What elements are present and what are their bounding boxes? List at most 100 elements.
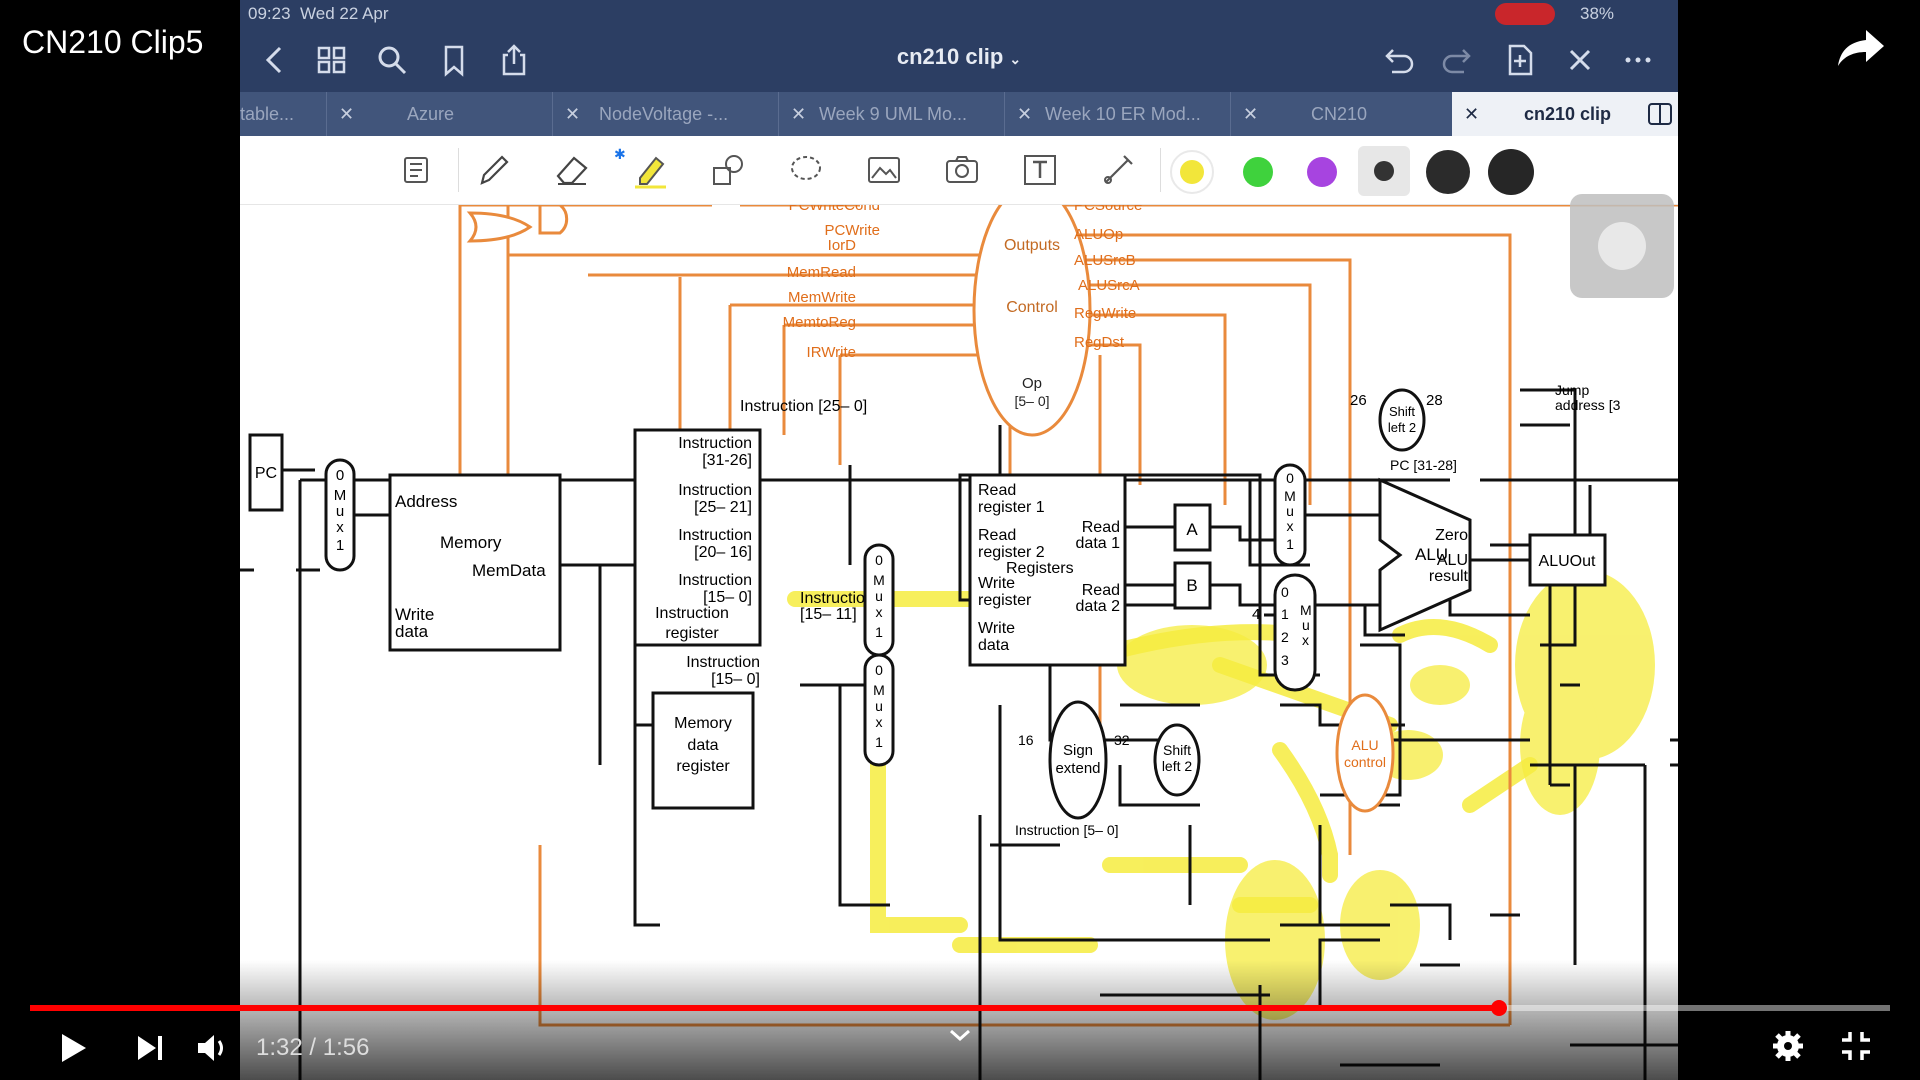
close-icon[interactable] — [1562, 42, 1598, 78]
svg-text:3: 3 — [1281, 652, 1289, 668]
svg-text:Read: Read — [1082, 519, 1120, 536]
svg-text:Instruction: Instruction — [678, 482, 752, 499]
tab-week9[interactable]: ✕Week 9 UML Mo... — [778, 92, 1005, 136]
progress-knob[interactable] — [1491, 1000, 1508, 1016]
tab-close-icon[interactable]: ✕ — [565, 104, 581, 124]
svg-text:data: data — [687, 737, 718, 754]
tab-cn210[interactable]: ✕CN210 — [1230, 92, 1453, 136]
exit-fullscreen-icon[interactable] — [1838, 1028, 1874, 1064]
more-icon[interactable] — [1620, 42, 1656, 78]
svg-text:0: 0 — [1281, 584, 1289, 600]
bookmark-icon[interactable] — [436, 42, 472, 78]
shift-left-2-branch — [1153, 723, 1201, 797]
svg-text:PC: PC — [255, 465, 277, 482]
svg-text:x: x — [876, 604, 883, 620]
svg-text:Read: Read — [978, 482, 1016, 499]
play-icon[interactable] — [54, 1030, 90, 1066]
svg-text:ALUOut: ALUOut — [1539, 553, 1596, 570]
svg-text:Read: Read — [1082, 582, 1120, 599]
svg-text:Write: Write — [978, 575, 1015, 592]
svg-text:0: 0 — [336, 467, 344, 484]
thickness-small[interactable] — [1374, 161, 1394, 181]
laser-pointer-icon[interactable] — [1098, 150, 1138, 190]
shapes-icon[interactable] — [708, 150, 748, 190]
color-swatch-green[interactable] — [1243, 157, 1273, 187]
tab-close-icon[interactable]: ✕ — [791, 104, 807, 124]
search-icon[interactable] — [374, 42, 410, 78]
volume-icon[interactable] — [194, 1030, 230, 1066]
tab-nodevoltage[interactable]: ✕NodeVoltage -... — [552, 92, 779, 136]
svg-text:[15– 0]: [15– 0] — [703, 589, 752, 606]
tab-close-icon[interactable]: ✕ — [1243, 104, 1259, 124]
memory-data-register — [651, 691, 755, 810]
camera-icon[interactable] — [942, 150, 982, 190]
svg-text:[31-26]: [31-26] — [702, 452, 752, 469]
image-icon[interactable] — [864, 150, 904, 190]
color-swatch-yellow[interactable] — [1170, 150, 1214, 194]
color-swatch-purple[interactable] — [1307, 157, 1337, 187]
svg-text:1: 1 — [1281, 606, 1289, 622]
status-date: Wed 22 Apr — [300, 4, 389, 23]
tab-close-icon[interactable]: ✕ — [339, 104, 355, 124]
svg-text:MemtoReg: MemtoReg — [783, 314, 856, 331]
svg-text:PCSource: PCSource — [1074, 205, 1142, 214]
share-icon[interactable] — [1836, 26, 1886, 70]
svg-text:Instruction: Instruction — [800, 590, 874, 607]
share-export-icon[interactable] — [496, 42, 532, 78]
screen-record-indicator — [1495, 3, 1555, 25]
grid-icon[interactable] — [314, 42, 350, 78]
tab-azure[interactable]: ✕Azure — [326, 92, 553, 136]
undo-icon[interactable] — [1380, 42, 1416, 78]
svg-text:Write: Write — [978, 620, 1015, 637]
svg-text:u: u — [875, 698, 883, 714]
svg-text:28: 28 — [1426, 392, 1443, 409]
progress-bar[interactable] — [30, 1000, 1890, 1016]
tab-cn210-clip[interactable]: ✕cn210 clip — [1452, 92, 1678, 136]
svg-text:u: u — [336, 503, 344, 520]
svg-text:RegWrite: RegWrite — [1074, 305, 1136, 322]
svg-text:Op: Op — [1022, 375, 1042, 392]
chevron-down-icon[interactable] — [948, 1028, 972, 1042]
settings-gear-icon[interactable] — [1770, 1028, 1806, 1064]
text-icon[interactable] — [1020, 150, 1060, 190]
ios-status-bar: 09:23 Wed 22 Apr 38% — [240, 0, 1678, 28]
or-gate — [466, 211, 533, 243]
highlighter-icon[interactable] — [630, 150, 670, 190]
svg-text:[15– 0]: [15– 0] — [711, 671, 760, 688]
svg-text:Instruction: Instruction — [686, 654, 760, 671]
datapath-diagram[interactable]: Outputs Control Op [5– 0] PCWriteCond PC… — [240, 205, 1678, 1080]
svg-text:Shift: Shift — [1389, 404, 1415, 419]
tab-table[interactable]: table... — [240, 104, 295, 124]
tab-week10[interactable]: ✕Week 10 ER Mod... — [1004, 92, 1231, 136]
split-view-icon[interactable] — [1648, 103, 1672, 125]
back-icon[interactable] — [258, 42, 294, 78]
svg-text:Registers: Registers — [1006, 560, 1074, 577]
mux-memtoreg — [863, 653, 895, 767]
tab-close-icon[interactable]: ✕ — [1464, 104, 1480, 124]
svg-text:control: control — [1344, 754, 1386, 770]
svg-text:x: x — [876, 714, 883, 730]
svg-text:M: M — [873, 682, 885, 698]
thickness-medium[interactable] — [1426, 150, 1470, 194]
read-mode-icon[interactable] — [396, 150, 436, 190]
redo-icon[interactable] — [1440, 42, 1476, 78]
document-title[interactable]: cn210 clip ⌄ — [896, 44, 1022, 69]
tab-close-icon[interactable]: ✕ — [1017, 104, 1033, 124]
svg-text:M: M — [1284, 488, 1296, 504]
svg-text:MemWrite: MemWrite — [788, 289, 856, 306]
chevron-down-icon: ⌄ — [1009, 51, 1022, 67]
eraser-icon[interactable] — [552, 150, 592, 190]
thickness-large[interactable] — [1488, 149, 1534, 195]
svg-text:u: u — [1302, 617, 1310, 633]
svg-text:Read: Read — [978, 527, 1016, 544]
pen-icon[interactable] — [474, 150, 514, 190]
battery-level: 38% — [1580, 4, 1615, 23]
control-out-right: PCSource ALUOp ALUSrcB ALUSrcA RegWrite … — [1074, 205, 1142, 351]
lasso-icon[interactable] — [786, 150, 826, 190]
alu — [1378, 477, 1472, 633]
next-icon[interactable] — [132, 1030, 168, 1066]
add-page-icon[interactable] — [1502, 42, 1538, 78]
svg-text:u: u — [1286, 503, 1294, 519]
svg-text:Write: Write — [395, 605, 434, 624]
floating-pointer-widget[interactable] — [1570, 194, 1674, 298]
